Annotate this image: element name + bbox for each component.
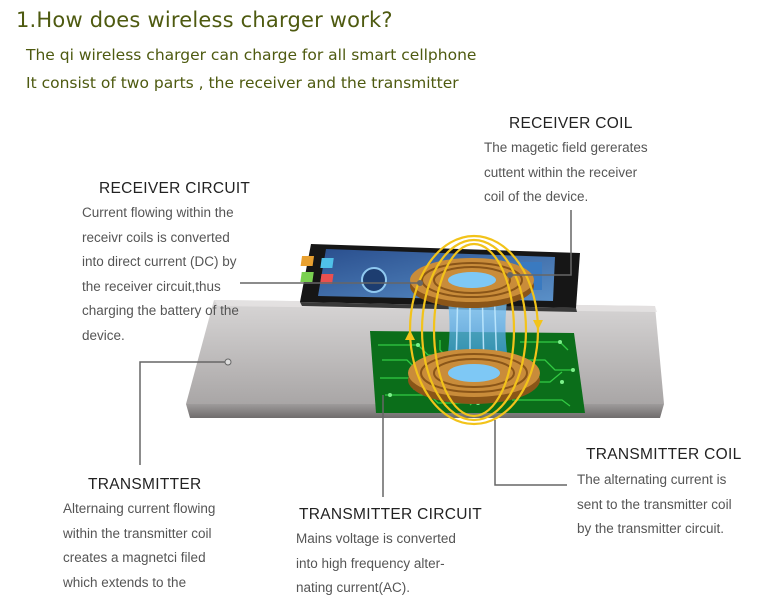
transmitter-circuit-line-1: Mains voltage is converted (296, 531, 456, 546)
receiver-circuit-line-6: device. (82, 327, 125, 343)
transmitter-description: Alternaing current flowing within the tr… (63, 497, 215, 595)
receiver-coil-description: The magetic field gererates cuttent with… (484, 136, 648, 210)
receiver-coil-heading: RECEIVER COIL (509, 115, 633, 132)
transmitter-coil (408, 349, 540, 404)
transmitter-circuit-heading: TRANSMITTER CIRCUIT (299, 506, 483, 523)
transmitter-line-1: Alternaing current flowing (63, 501, 216, 516)
leader-lines (139, 210, 572, 497)
transmitter-circuit-line-3: nating current(AC). (296, 580, 411, 595)
receiver-circuit-heading: RECEIVER CIRCUIT (99, 180, 251, 197)
transmitter-circuit-line-2: into high frequency alter- (296, 555, 445, 571)
transmitter-coil-heading: TRANSMITTER COIL (586, 446, 742, 463)
intro-line-1: The qi wireless charger can charge for a… (26, 46, 477, 64)
receiver-circuit-description: Current flowing within the receivr coils… (82, 201, 239, 348)
receiver-circuit-line-3: into direct current (DC) by (82, 254, 237, 269)
receiver-circuit-line-1: Current flowing within the (82, 205, 234, 220)
transmitter-coil-line-2: sent to the transmitter coil (577, 496, 732, 512)
leader-dots (224, 272, 513, 366)
transmitter-line-2: within the transmitter coil (63, 525, 212, 541)
receiver-circuit-line-4: the receiver circuit,thus (82, 278, 221, 294)
receiver-coil-line-2: cuttent within the receiver (484, 164, 638, 180)
receiver-coil-line-1: The magetic field gererates (484, 140, 648, 155)
transmitter-line-4: which extends to the (63, 574, 187, 590)
transmitter-coil-description: The alternating current is sent to the t… (577, 468, 732, 542)
receiver-coil-line-3: coil of the device. (484, 189, 589, 204)
transmitter-line-3: creates a magnetci filed (63, 550, 206, 565)
transmitter-heading: TRANSMITTER (88, 476, 202, 493)
intro-line-2: It consist of two parts , the receiver a… (26, 74, 459, 92)
transmitter-coil-line-3: by the transmitter circuit. (577, 521, 725, 536)
transmitter-coil-line-1: The alternating current is (577, 472, 727, 487)
page-title: 1.How does wireless charger work? (16, 8, 393, 32)
receiver-circuit-line-5: charging the battery of the (82, 303, 239, 318)
transmitter-circuit-description: Mains voltage is converted into high fre… (296, 527, 456, 601)
receiver-circuit-line-2: receivr coils is converted (82, 229, 230, 245)
